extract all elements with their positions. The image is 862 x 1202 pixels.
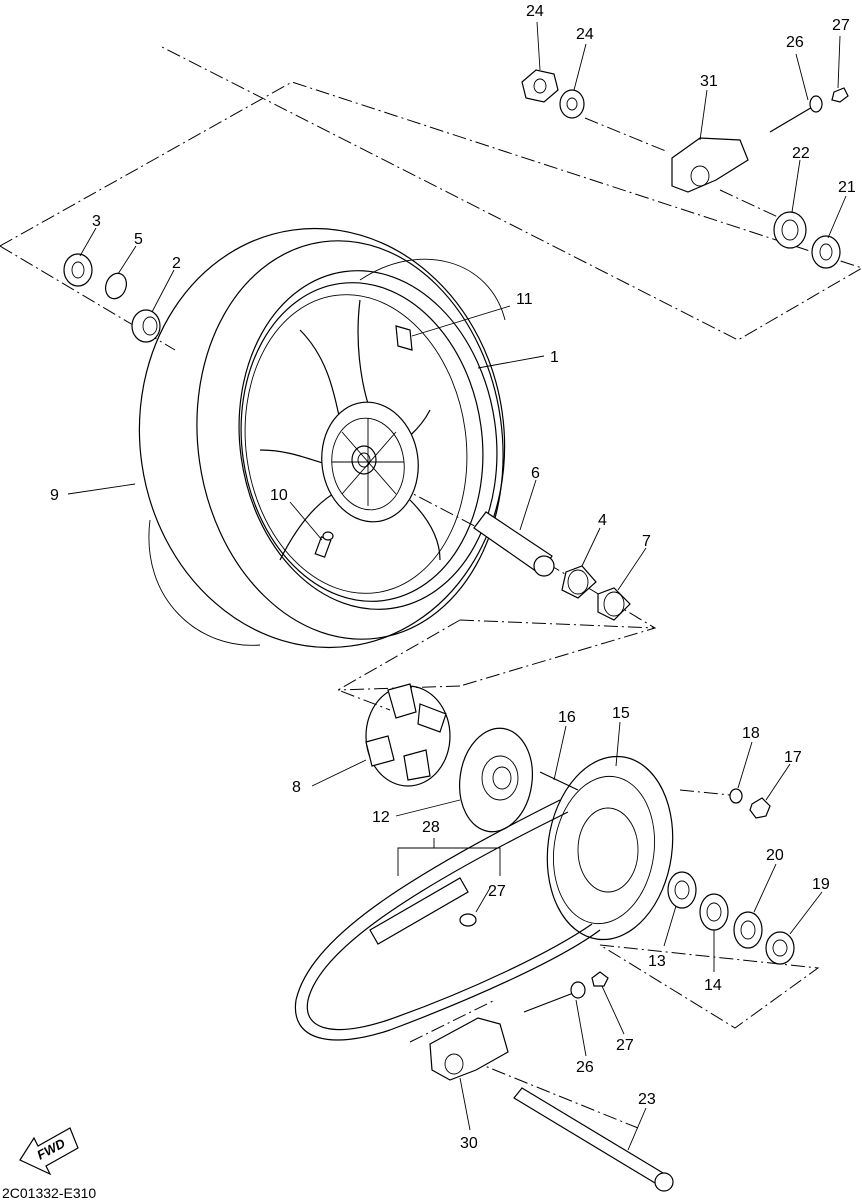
callout-19: 19 <box>812 876 830 893</box>
bearing-4 <box>561 565 597 599</box>
callout-25: 24 <box>576 26 594 43</box>
chain-puller-31 <box>671 137 749 193</box>
callout-26-upper: 26 <box>786 34 804 51</box>
callout-6: 6 <box>531 465 540 482</box>
callout-8: 8 <box>292 779 301 796</box>
callout-15: 15 <box>612 705 630 722</box>
callout-17: 17 <box>784 749 802 766</box>
tire-valve <box>314 531 334 558</box>
collar-7 <box>597 587 631 621</box>
nut-27-upper <box>831 87 849 103</box>
callout-1: 1 <box>550 349 559 366</box>
spacer-6 <box>473 511 555 577</box>
callout-5: 5 <box>134 231 143 248</box>
washer-18 <box>729 788 743 804</box>
wheel-hub <box>321 401 419 523</box>
chain-puller-30 <box>429 1017 509 1081</box>
rear-sprocket-15 <box>546 755 674 941</box>
callout-26-lower: 26 <box>576 1059 594 1076</box>
collar-20 <box>733 911 763 949</box>
oil-seal-3 <box>63 253 93 287</box>
clutch-hub-12 <box>459 727 533 833</box>
drawing-code: 2C01332-E310 <box>2 1185 96 1201</box>
callout-20: 20 <box>766 847 784 864</box>
callout-12: 12 <box>372 809 390 826</box>
callout-22: 22 <box>792 145 810 162</box>
nut-24 <box>521 69 559 103</box>
callout-3: 3 <box>92 213 101 230</box>
hub-damper-8 <box>365 683 451 787</box>
callout-13: 13 <box>648 953 666 970</box>
oil-seal-19 <box>765 931 795 965</box>
leader-lines <box>67 21 847 1151</box>
bearing-2 <box>131 309 161 343</box>
chain-joint-29 <box>369 877 477 945</box>
callout-9: 9 <box>50 487 59 504</box>
collar-22 <box>773 211 807 249</box>
callout-21: 21 <box>838 179 856 196</box>
callout-7: 7 <box>642 533 651 550</box>
stud-bolt-16 <box>539 771 579 791</box>
nut-27-lower <box>591 971 609 987</box>
callout-31: 31 <box>700 73 718 90</box>
fwd-arrow-icon: FWD <box>19 1127 79 1176</box>
washer-25 <box>559 89 585 119</box>
callout-27-lower: 27 <box>616 1037 634 1054</box>
circlip-5 <box>105 272 127 300</box>
callout-11: 11 <box>516 291 533 308</box>
rear-tire <box>138 227 506 649</box>
callout-29: 27 <box>488 883 506 900</box>
nut-17 <box>749 797 771 819</box>
bearing-14 <box>699 893 729 931</box>
callout-28: 28 <box>422 819 440 836</box>
rear-axle-23 <box>513 1087 674 1192</box>
callout-23: 23 <box>638 1091 656 1108</box>
assembly-lines <box>0 45 862 1129</box>
bearing-13 <box>667 871 697 909</box>
balance-weight <box>395 325 413 351</box>
bolt-26-lower <box>523 981 586 1013</box>
drive-chain-28 <box>294 799 601 1041</box>
callout-4: 4 <box>598 512 607 529</box>
callout-30: 30 <box>460 1135 478 1152</box>
callout-14: 14 <box>704 977 722 994</box>
callout-27-upper: 27 <box>832 17 850 34</box>
callout-labels: 24 24 26 27 31 22 21 3 5 2 11 1 9 10 6 4… <box>50 3 856 1152</box>
bolt-26-upper <box>769 95 823 133</box>
callout-16: 16 <box>558 709 576 726</box>
callout-10: 10 <box>270 487 288 504</box>
callout-24: 24 <box>526 3 544 20</box>
callout-18: 18 <box>742 725 760 742</box>
callout-2: 2 <box>172 255 181 272</box>
oil-seal-21 <box>811 235 841 269</box>
